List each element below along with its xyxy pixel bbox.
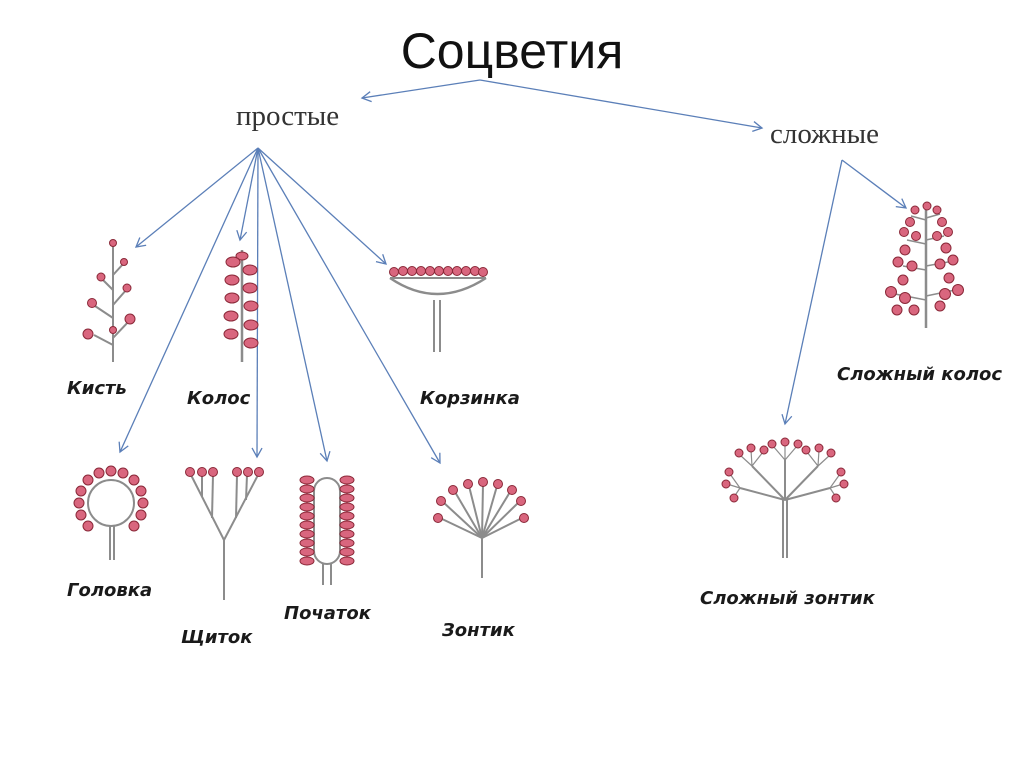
arrow-complex-to-slozhny-zontik [781,159,843,426]
arrow-simple-to-shchitok [251,147,263,459]
label-korzinka: Корзинка [420,388,520,409]
label-shchitok: Щиток [181,627,253,648]
label-kist: Кисть [67,378,127,399]
arrow-simple-to-pochatok [257,147,331,463]
kolos-illustration [223,250,259,362]
korzinka-illustration [389,266,488,352]
pochatok-illustration [299,475,355,585]
page-title: Соцветия [400,23,624,79]
arrow-simple-to-korzinka [257,147,387,265]
arrow-title-to-complex [479,79,764,133]
label-golovka: Головка [67,580,153,601]
label-pochatok: Початок [284,603,371,624]
category-simple: простые [236,100,340,132]
label-slozhny-kolos: Сложный колос [837,364,1003,385]
arrow-complex-to-slozhny-kolos [841,159,908,209]
label-zontik: Зонтик [442,620,515,641]
arrow-simple-to-kolos [236,147,259,242]
golovka-illustration [73,465,149,560]
arrow-simple-to-golovka [118,147,259,454]
slozhny-kolos-illustration [885,201,964,328]
label-kolos: Колос [187,388,251,409]
arrow-simple-to-zontik [257,147,441,465]
arrows [118,79,908,465]
zontik-illustration [433,477,529,578]
slozhny-zontik-illustration [721,437,849,558]
label-slozhny-zontik: Сложный зонтик [700,588,875,609]
arrow-title-to-simple [360,79,481,103]
kist-illustration [82,239,136,362]
category-complex: сложные [770,118,880,150]
arrow-simple-to-kist [134,147,259,248]
shchitok-illustration [185,467,264,600]
